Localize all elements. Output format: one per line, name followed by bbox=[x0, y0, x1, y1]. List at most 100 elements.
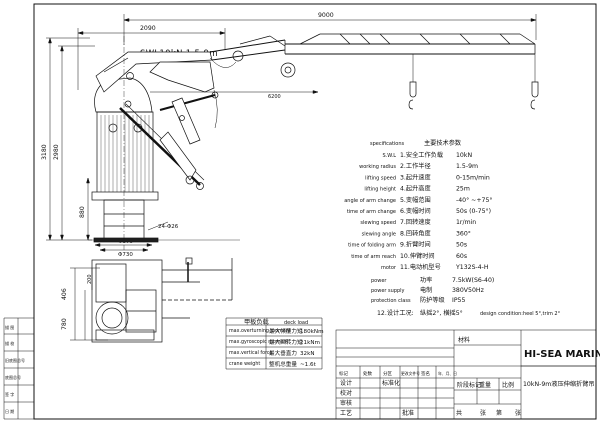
dim-reach-6200: 6200 bbox=[268, 94, 281, 100]
tb-header-3: 更改文件号 bbox=[401, 371, 420, 376]
spec-row-cn: 5.变幅范围 bbox=[400, 196, 431, 204]
spec-row-value: 1r/min bbox=[456, 219, 476, 226]
tb-left-1: 校对 bbox=[340, 389, 352, 397]
title-sheet-total: 共 bbox=[456, 409, 462, 417]
spec-row-value: 360° bbox=[456, 229, 471, 237]
tb-header-5: 年、月、日 bbox=[438, 371, 457, 376]
spec-supply-cn: 电制 bbox=[420, 286, 432, 294]
deck-row-value: 32kN bbox=[300, 351, 315, 357]
spec-row-value: 25m bbox=[456, 186, 470, 193]
crane-elevation bbox=[88, 33, 539, 250]
spec-design-val: 纵摇2°, 横摇5° bbox=[420, 309, 463, 317]
tb-left-3: 工艺 bbox=[340, 409, 352, 417]
spec-row-cn: 9.折臂时间 bbox=[400, 241, 431, 249]
spec-row-cn: 7.回转速度 bbox=[400, 218, 431, 226]
spec-row-cn: 6.变幅时间 bbox=[400, 207, 431, 215]
dim-total-length: 9000 bbox=[318, 12, 334, 19]
tb-header-0: 标记 bbox=[339, 370, 348, 377]
side-label-3: 底图总号 bbox=[5, 374, 21, 380]
title-drawing: 10kN-9m液压伸缩折臂吊 bbox=[523, 380, 595, 388]
spec-row-cn: 10.伸臂时间 bbox=[400, 252, 435, 260]
deck-row-value: ~1.6t bbox=[300, 362, 317, 368]
deck-row-en: max.gyroscopic moment bbox=[229, 339, 289, 345]
spec-row-cn: 3.起升速度 bbox=[400, 173, 431, 181]
spec-row-en: lifting height bbox=[364, 187, 396, 193]
spec-row-en: slewing speed bbox=[360, 220, 396, 226]
spec-row-en: S.W.L bbox=[382, 153, 396, 159]
spec-power-en: power bbox=[371, 278, 387, 284]
dim-406: 406 bbox=[61, 288, 68, 300]
side-strip bbox=[3, 317, 34, 420]
dim-200: 200 bbox=[87, 274, 93, 284]
spec-row-en: time of arm change bbox=[347, 209, 396, 215]
spec-row-en: working radius bbox=[359, 164, 396, 170]
deck-load-header-en: deck load bbox=[284, 320, 308, 326]
deck-row-cn: 最大垂直力 bbox=[269, 349, 297, 357]
spec-row-en: lifting speed bbox=[365, 175, 396, 181]
tb-approve: 批准 bbox=[402, 409, 414, 417]
title-scale: 比例 bbox=[502, 381, 514, 389]
spec-row-value: 60s bbox=[456, 253, 467, 260]
spec-supply-en: power supply bbox=[371, 288, 405, 294]
spec-design-en: design condition:heel 5°,trim 2° bbox=[480, 311, 561, 317]
spec-supply-val: 380V50Hz bbox=[452, 287, 484, 294]
spec-heading-en: specifications bbox=[370, 141, 405, 147]
dim-arm-length: 2090 bbox=[140, 25, 156, 32]
title-block bbox=[335, 329, 597, 420]
dim-phi-730: Φ730 bbox=[118, 252, 133, 258]
spec-row-value: 50s bbox=[456, 242, 467, 249]
deck-row-cn: 最大回转力矩 bbox=[269, 338, 303, 346]
specifications-table: specifications 主要技术参数 S.W.L 1.安全工作负载 10kN w… bbox=[344, 139, 560, 317]
spec-row-value: 50s (0-75°) bbox=[456, 207, 491, 215]
spec-row-en: angle of arm change bbox=[344, 198, 396, 204]
spec-row-value: 0-15m/min bbox=[456, 174, 490, 181]
sheet-border bbox=[33, 3, 597, 420]
spec-row-value: -40° ~+75° bbox=[456, 196, 493, 204]
deck-row-en: crane weight bbox=[229, 361, 260, 367]
spec-row-en: motor bbox=[381, 265, 397, 271]
side-label-0: 描 图 bbox=[5, 324, 14, 330]
spec-row-value: 1.5-9m bbox=[456, 163, 478, 170]
tb-left-0: 设计 bbox=[340, 379, 352, 387]
title-weight: 重量 bbox=[479, 381, 491, 389]
spec-design-cn: 12.设计工况: bbox=[377, 309, 414, 317]
spec-row-en: time of folding arm bbox=[348, 243, 396, 249]
spec-protection-cn: 防护等级 bbox=[420, 296, 445, 304]
deck-load-table bbox=[225, 317, 323, 370]
title-sheet-unit2: 张 bbox=[515, 409, 521, 417]
title-company: HI-SEA MARINE bbox=[524, 349, 600, 360]
dim-3180: 3180 bbox=[41, 144, 48, 160]
deck-row-cn: 整机总重量 bbox=[269, 360, 297, 368]
spec-heading-cn: 主要技术参数 bbox=[424, 139, 462, 147]
tb-standardize: 标准化 bbox=[382, 379, 400, 387]
spec-protection-val: IP55 bbox=[452, 297, 465, 304]
dim-2980: 2980 bbox=[53, 144, 60, 160]
dim-bolt: 24-Φ26 bbox=[158, 224, 179, 230]
crane-plan-view bbox=[91, 257, 233, 343]
dim-780: 780 bbox=[61, 318, 68, 330]
deck-row-cn: 最大倾覆力矩 bbox=[269, 327, 303, 335]
spec-row-cn: 2.工作半径 bbox=[400, 162, 431, 170]
spec-row-cn: 11.电动机型号 bbox=[400, 263, 441, 271]
spec-row-value: 10kN bbox=[456, 152, 472, 159]
deck-row-value: 21kNm bbox=[300, 340, 320, 346]
spec-protection-en: protection class bbox=[371, 298, 411, 304]
deck-row-en: max.overturning moment bbox=[229, 328, 291, 334]
side-label-5: 日 期 bbox=[5, 408, 14, 414]
deck-load-header-cn: 甲板负载 bbox=[244, 318, 269, 326]
tb-header-2: 分区 bbox=[383, 370, 392, 377]
tb-header-1: 处数 bbox=[363, 370, 372, 377]
deck-row-en: max.vertical force bbox=[229, 350, 273, 356]
title-sheet-no: 第 bbox=[496, 409, 502, 417]
spec-row-en: time of arm reach bbox=[351, 254, 396, 260]
dimension-lines bbox=[46, 14, 537, 341]
spec-row-en: slewing angle bbox=[362, 231, 396, 237]
deck-row-value: 180kNm bbox=[300, 329, 324, 335]
side-label-1: 描 校 bbox=[5, 340, 14, 346]
tb-left-2: 审核 bbox=[340, 399, 352, 407]
spec-power-cn: 功率 bbox=[420, 276, 432, 284]
spec-row-cn: 1.安全工作负载 bbox=[400, 151, 443, 159]
side-label-2: 旧底图总号 bbox=[5, 357, 25, 363]
side-label-4: 签 字 bbox=[5, 391, 14, 397]
title-sheet-unit: 张 bbox=[480, 409, 486, 417]
